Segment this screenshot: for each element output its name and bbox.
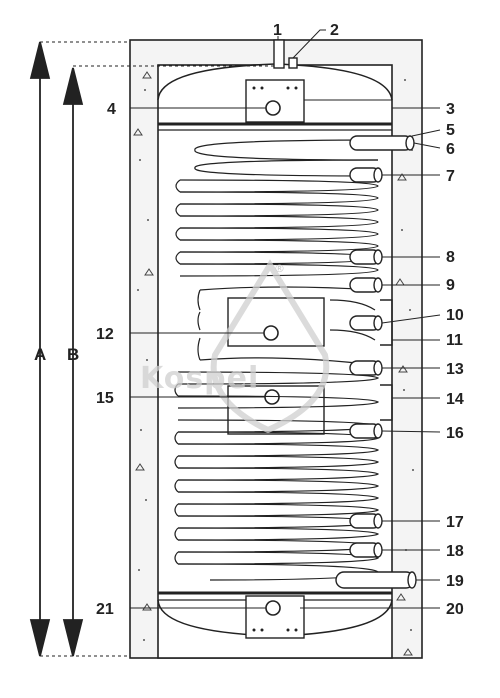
callout-17: 17 xyxy=(446,514,464,531)
callout-13: 13 xyxy=(446,361,464,378)
callout-5: 5 xyxy=(446,122,455,139)
dimension-a xyxy=(29,41,130,657)
callout-10: 10 xyxy=(446,307,464,324)
callout-15: 15 xyxy=(96,390,114,407)
dimension-b-label: B xyxy=(67,345,79,364)
registered-mark: ® xyxy=(274,262,285,275)
dimension-b xyxy=(62,65,274,657)
insulation-speckles xyxy=(137,79,414,641)
callout-16: 16 xyxy=(446,425,464,442)
callout-21: 21 xyxy=(96,601,114,618)
callout-14: 14 xyxy=(446,391,464,408)
callout-1: 1 xyxy=(273,22,282,39)
callouts-left: 1 4 12 15 21 xyxy=(96,22,282,618)
callout-18: 18 xyxy=(446,543,464,560)
watermark-text: Kospel xyxy=(140,361,259,396)
callout-6: 6 xyxy=(446,141,455,158)
callout-4: 4 xyxy=(107,101,116,118)
callout-12: 12 xyxy=(96,326,114,343)
callouts-right: 2 3 5 6 7 8 9 10 11 13 14 16 17 18 19 20 xyxy=(330,22,464,618)
watermark-logo: Kospel ® xyxy=(140,259,330,434)
side-connectors xyxy=(335,135,415,589)
dimension-a-label: A xyxy=(34,345,46,364)
callout-7: 7 xyxy=(446,168,455,185)
callout-8: 8 xyxy=(446,249,455,266)
sensor-bracket-11 xyxy=(380,299,393,346)
callout-9: 9 xyxy=(446,277,455,294)
callout-19: 19 xyxy=(446,573,464,590)
sensor-bracket-14 xyxy=(380,384,393,421)
lower-heating-coil xyxy=(174,371,380,581)
callout-20: 20 xyxy=(446,601,464,618)
callout-11: 11 xyxy=(446,332,463,349)
leader-lines xyxy=(130,29,441,609)
insulation-triangles xyxy=(133,71,413,656)
callout-2: 2 xyxy=(330,22,339,39)
connector-ends xyxy=(373,135,417,589)
callout-3: 3 xyxy=(446,101,455,118)
top-pipe-2 xyxy=(288,57,298,69)
top-pipe-1 xyxy=(273,39,285,69)
upper-heating-coil xyxy=(175,139,379,366)
